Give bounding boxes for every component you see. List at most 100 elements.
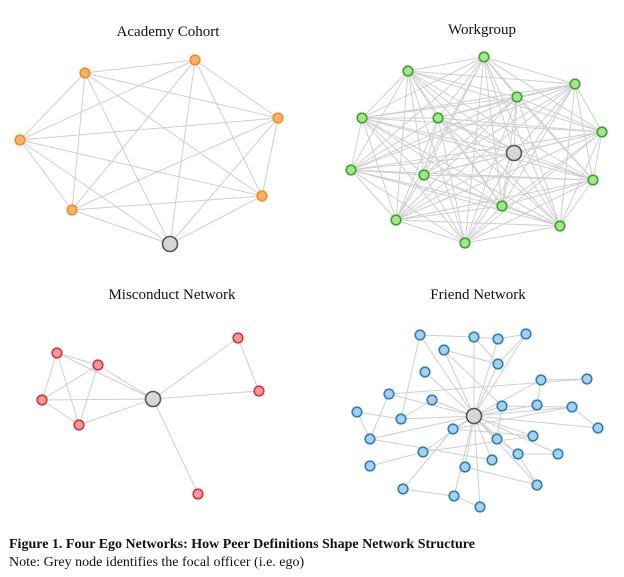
network-edge <box>559 83 576 227</box>
network-edge <box>395 219 561 227</box>
peer-node <box>417 446 429 458</box>
network-edge <box>169 195 263 245</box>
network-edge <box>473 415 559 455</box>
peer-node <box>447 423 459 435</box>
network-edge <box>592 131 603 181</box>
network-edge <box>395 174 425 221</box>
network-edge <box>395 219 466 244</box>
network-edge <box>443 349 475 417</box>
network-edge <box>516 96 603 133</box>
network-edge <box>56 352 80 426</box>
network-edge <box>473 415 534 437</box>
network-edge <box>19 139 263 197</box>
network-edge <box>350 131 603 171</box>
network-edge <box>361 117 503 207</box>
network-edge <box>407 70 518 98</box>
ego-node <box>144 390 162 408</box>
network-edge <box>453 415 475 497</box>
network-edge <box>424 371 475 417</box>
network-edge <box>350 169 397 221</box>
network-edge <box>84 59 196 74</box>
peer-node <box>535 374 547 386</box>
network-edge <box>513 152 561 227</box>
peer-node <box>569 78 581 90</box>
network-edge <box>237 337 260 392</box>
network-edge <box>356 411 402 420</box>
peer-node <box>351 406 363 418</box>
peer-node <box>414 329 426 341</box>
network-edge <box>437 117 603 133</box>
peer-node <box>459 237 471 249</box>
peer-node <box>402 65 414 77</box>
network-edge <box>194 59 263 197</box>
network-edge <box>443 349 503 407</box>
network-edge <box>369 451 424 467</box>
network-edge <box>464 415 475 468</box>
network-edge <box>350 169 466 244</box>
peer-node <box>92 359 104 371</box>
network-edge <box>361 117 603 133</box>
peer-node <box>448 490 460 502</box>
peer-node <box>418 169 430 181</box>
peer-node <box>531 479 543 491</box>
network-edge <box>473 336 499 365</box>
network-edge <box>41 352 58 401</box>
network-edge <box>559 179 594 227</box>
network-edge <box>464 205 503 244</box>
network-edge <box>395 83 576 221</box>
network-edge <box>473 379 542 417</box>
network-edge <box>169 59 196 245</box>
network-edge <box>395 96 518 221</box>
network-edge <box>423 117 439 176</box>
network-edge <box>152 390 260 400</box>
network-edge <box>369 438 493 461</box>
peer-node <box>496 400 508 412</box>
network-edge <box>395 205 503 221</box>
network-edge <box>361 117 594 181</box>
network-edge <box>473 415 481 508</box>
peer-node <box>364 433 376 445</box>
network-edge <box>261 117 279 197</box>
network-edge <box>350 117 439 171</box>
peer-node <box>256 190 268 202</box>
network-edge <box>574 83 603 133</box>
network-edge <box>369 415 475 440</box>
peer-node <box>79 67 91 79</box>
network-edge <box>361 70 409 119</box>
network-edge <box>71 195 263 211</box>
network-edge <box>423 83 576 176</box>
network-edge <box>56 352 99 366</box>
network-edge <box>361 117 466 244</box>
network-edge <box>443 349 499 365</box>
network-edge <box>84 72 263 197</box>
network-edge <box>350 70 409 171</box>
network-edge <box>361 83 576 119</box>
network-edge <box>407 56 485 72</box>
network-edge <box>419 334 475 417</box>
peer-node <box>552 448 564 460</box>
network-edge <box>513 152 594 181</box>
peer-node <box>554 220 566 232</box>
peer-node <box>474 501 486 513</box>
network-edge <box>501 131 603 207</box>
network-edge <box>169 117 279 245</box>
network-edge <box>152 337 239 400</box>
network-edge <box>437 117 561 227</box>
peer-node <box>512 448 524 460</box>
network-edge <box>437 96 518 119</box>
network-edge <box>464 225 561 244</box>
network-edge <box>464 131 603 244</box>
network-edge <box>517 453 538 486</box>
peer-node <box>356 112 368 124</box>
peer-node <box>73 419 85 431</box>
network-edge <box>516 96 594 181</box>
network-edge <box>437 117 503 207</box>
network-edge <box>497 333 527 365</box>
peer-node <box>419 366 431 378</box>
peer-node <box>36 394 48 406</box>
peer-node <box>272 112 284 124</box>
peer-node <box>581 373 593 385</box>
figure-caption-note: Note: Grey node identifies the focal off… <box>9 555 305 570</box>
network-edge <box>84 72 279 119</box>
peer-node <box>592 422 604 434</box>
